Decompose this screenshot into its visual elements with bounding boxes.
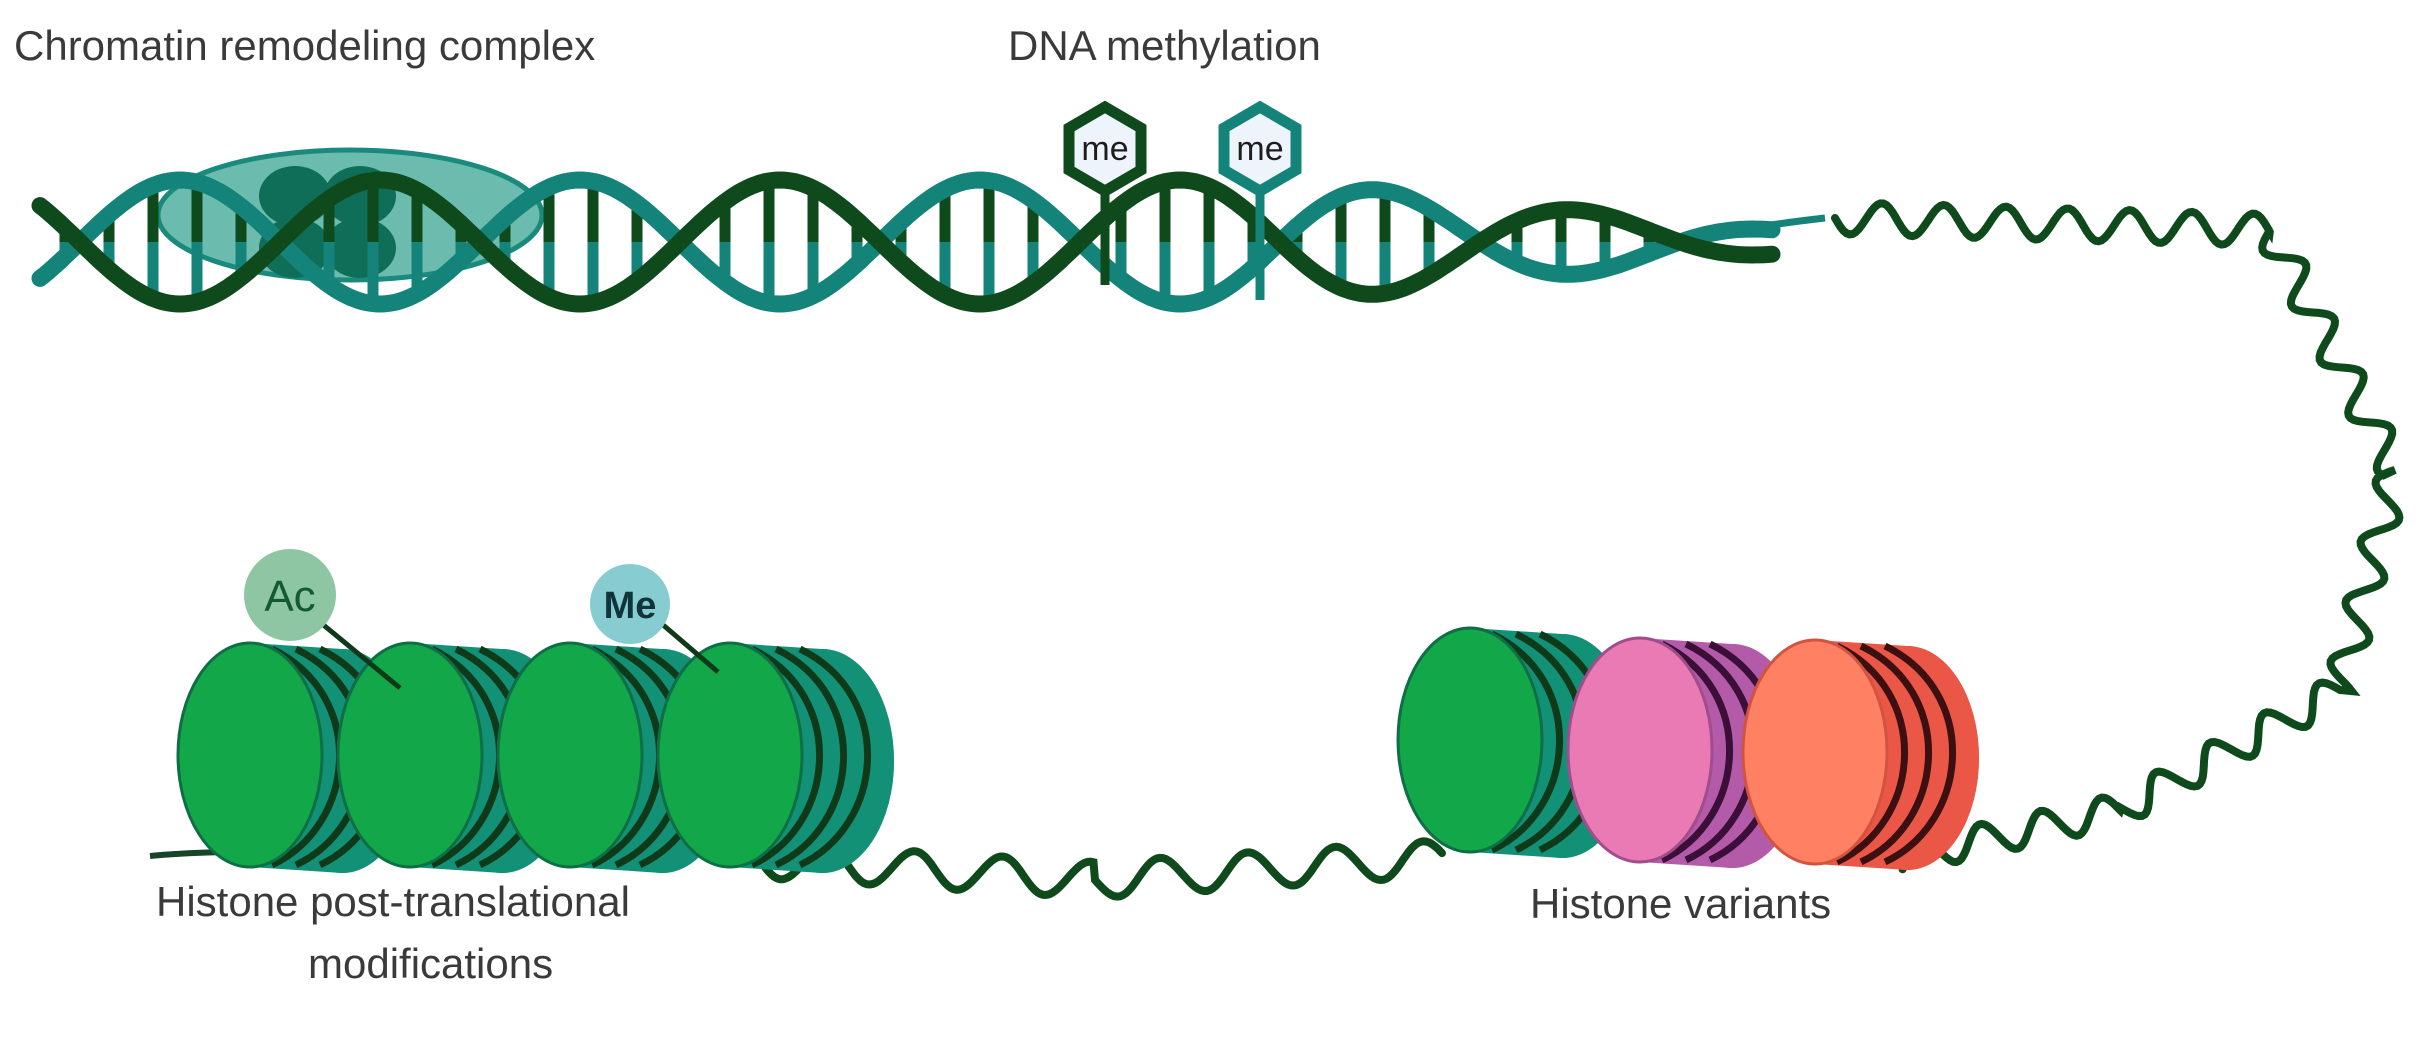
histone-core-face <box>176 641 324 869</box>
label-histone-ptm-line2: modifications <box>308 940 554 987</box>
acetylation-mark: Ac <box>244 549 402 690</box>
linker-dna-right <box>1831 199 2404 874</box>
histone-core-face <box>1741 638 1889 866</box>
methyl-hexagon-icon <box>1063 100 1147 198</box>
nucleosome-array-ptm <box>176 641 894 873</box>
wrapped-dna <box>750 645 824 869</box>
label-histone-ptm-line1: Histone post-translational <box>156 878 630 925</box>
linker-dna-bottom <box>756 837 1446 901</box>
acetyl-connector <box>313 616 402 690</box>
histone-methylation-mark: Me <box>590 564 720 674</box>
remodeler-subunit <box>324 218 396 278</box>
histone-methyl-circle-icon <box>590 564 670 644</box>
dna-methylation-mark-1: me <box>1063 100 1147 285</box>
nucleosome-array-variants <box>1396 626 1979 870</box>
acetyl-circle-icon <box>244 549 336 641</box>
histone-core-face <box>656 641 804 869</box>
wrapped-dna <box>1660 640 1734 864</box>
dna-strand-dark <box>31 171 1781 313</box>
wrapped-dna <box>1490 630 1564 854</box>
wrapped-dna <box>774 645 848 869</box>
wrapped-dna <box>1835 642 1909 866</box>
dna-methylation-mark-2: me <box>1218 100 1302 300</box>
methyl-connector <box>653 616 720 674</box>
dna-double-helix <box>31 171 1781 313</box>
label-dna-methylation: DNA methylation <box>1008 22 1321 69</box>
histone-core-face <box>1566 636 1714 864</box>
label-histone-variants: Histone variants <box>1530 880 1832 927</box>
wrapped-dna <box>1859 642 1933 866</box>
methyl-hexagon-icon <box>1218 100 1302 198</box>
histone-core-face <box>496 641 644 869</box>
variant-nucleosome-orange <box>1741 638 1979 870</box>
methyl-label-1: me <box>1081 130 1128 168</box>
histone-core-face <box>1396 626 1544 854</box>
dna-tail <box>1729 214 1826 236</box>
wrapped-dna <box>798 645 872 869</box>
histone-core-face <box>336 641 484 869</box>
label-chromatin-remodeling: Chromatin remodeling complex <box>14 22 596 69</box>
methyl-label-2: me <box>1236 130 1283 168</box>
wrapped-dna <box>1883 642 1957 866</box>
chromatin-remodeling-complex <box>155 147 545 283</box>
acetyl-label: Ac <box>264 572 315 621</box>
histone-methyl-label: Me <box>604 585 657 627</box>
ptm-nucleosome-4 <box>656 641 894 873</box>
